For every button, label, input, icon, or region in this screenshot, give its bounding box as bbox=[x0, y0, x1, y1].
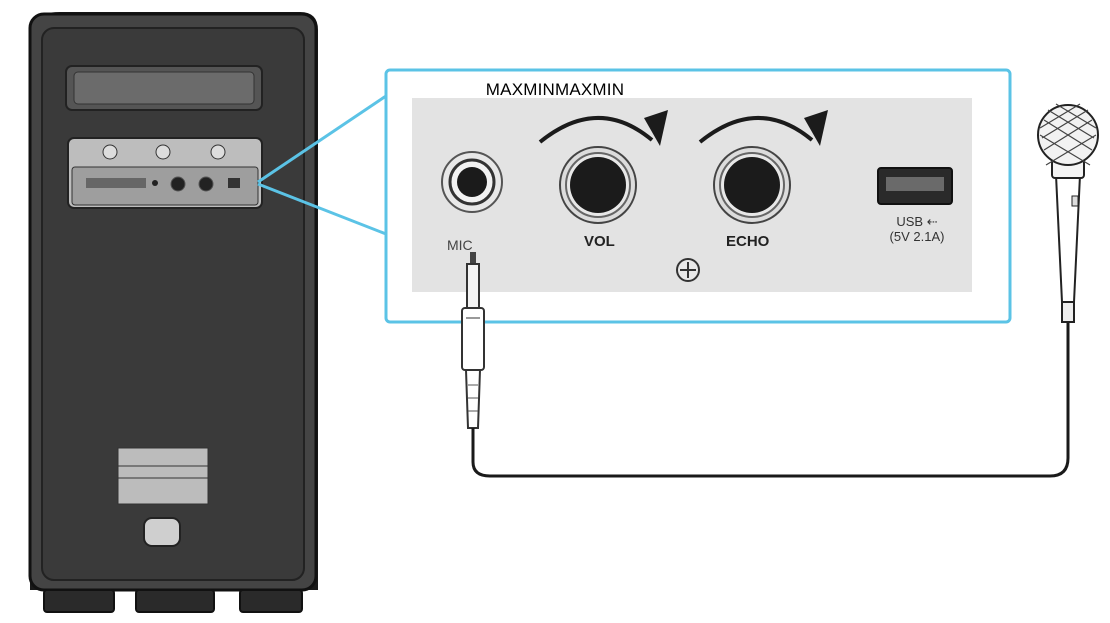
screw-icon bbox=[676, 258, 700, 282]
mic-plug bbox=[461, 252, 485, 429]
callout-lines bbox=[257, 94, 387, 236]
echo-knob bbox=[713, 146, 791, 224]
speaker-cabinet bbox=[28, 12, 318, 613]
usb-port bbox=[877, 167, 953, 205]
vol-arrow-icon bbox=[538, 116, 654, 144]
vol-arrowhead-icon bbox=[644, 110, 668, 146]
caption-text: MAXMINMAXMIN bbox=[485, 80, 625, 99]
vol-label: VOL bbox=[584, 233, 615, 250]
vol-knob bbox=[559, 146, 637, 224]
echo-label: ECHO bbox=[726, 233, 770, 250]
usb-label: USB ⇠ bbox=[896, 214, 938, 229]
mic-label: MIC bbox=[447, 237, 473, 253]
microphone-icon bbox=[1037, 103, 1099, 323]
usb-label-block: USB ⇠ (5V 2.1A) bbox=[872, 214, 962, 244]
echo-arrowhead-icon bbox=[804, 110, 828, 146]
mic-cable bbox=[471, 318, 1070, 478]
usb-spec: (5V 2.1A) bbox=[889, 229, 945, 244]
mic-jack bbox=[441, 151, 503, 213]
echo-arrow-icon bbox=[698, 116, 814, 144]
